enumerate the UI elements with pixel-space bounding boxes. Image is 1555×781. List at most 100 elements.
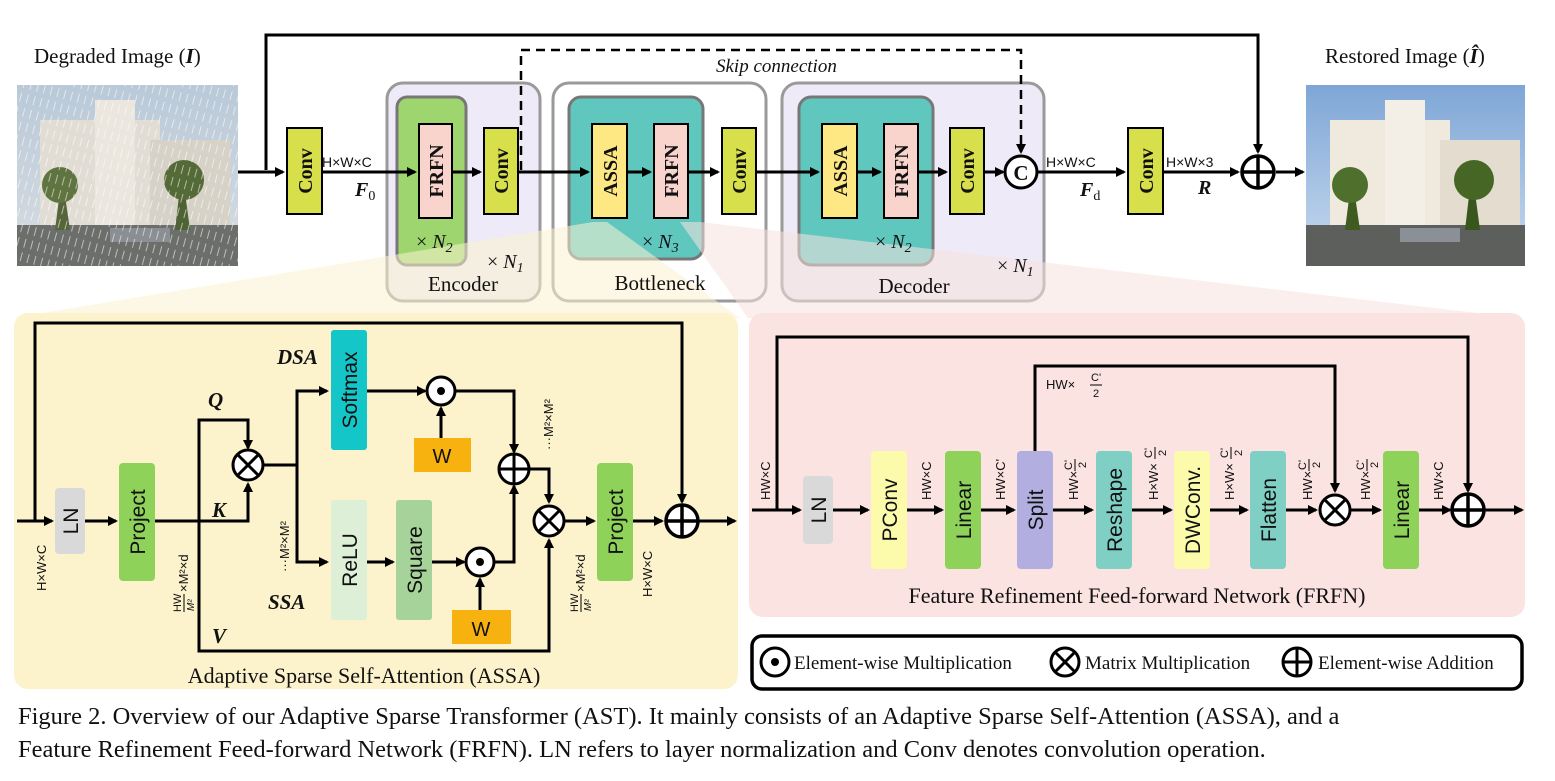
- softmax-box: Softmax: [331, 330, 367, 450]
- encoder-n1-label: × N1: [487, 251, 524, 276]
- bottleneck-n3-label: × N3: [642, 231, 679, 256]
- svg-text:Conv: Conv: [295, 148, 317, 194]
- frfn-linear-box-2: Linear: [1383, 451, 1419, 569]
- encoder-conv-box: Conv: [483, 127, 519, 215]
- svg-text:Conv: Conv: [491, 148, 513, 194]
- split-box: Split: [1017, 451, 1053, 569]
- assa-dim-out: H×W×C: [640, 551, 655, 597]
- svg-text:Conv: Conv: [957, 148, 979, 194]
- legend-matmul-label: Matrix Multiplication: [1085, 653, 1251, 674]
- legend-box: [750, 634, 1524, 691]
- frfn-dim-1: HW×C: [919, 461, 934, 500]
- frfn-title: Feature Refinement Feed-forward Network …: [909, 583, 1366, 608]
- frfn-dim-4: H×W× C' 2: [1143, 447, 1169, 500]
- f0-label: F0: [354, 179, 375, 204]
- global-skip-line: [264, 33, 1263, 170]
- assa-dim-hw-2: HW M² ×M²×d: [569, 554, 594, 612]
- svg-text:HW×: HW×: [1066, 471, 1081, 500]
- svg-text:2: 2: [1157, 450, 1169, 456]
- frfn-projection: [680, 222, 1520, 318]
- dwconv-box: DWConv.: [1174, 451, 1210, 569]
- frfn-linear-box-1: Linear: [945, 451, 981, 569]
- w-box-dsa: W: [414, 438, 471, 472]
- svg-text:M²: M²: [583, 599, 594, 611]
- assa-dim-m2-right: ···M²×M²: [541, 398, 556, 450]
- svg-text:Project: Project: [605, 489, 628, 555]
- frfn-dim-in: HW×C: [758, 461, 773, 500]
- svg-text:2: 2: [1311, 462, 1323, 468]
- svg-text:M²: M²: [186, 599, 197, 611]
- bottleneck-assa-box: ASSA: [591, 123, 628, 219]
- decoder-conv-box: Conv: [949, 127, 985, 215]
- caption-line-2: Feature Refinement Feed-forward Network …: [18, 736, 1266, 763]
- svg-text:C: C: [1013, 161, 1028, 185]
- svg-text:Square: Square: [404, 526, 427, 594]
- decoder-assa-box: ASSA: [821, 123, 858, 219]
- legend-add-label: Element-wise Addition: [1318, 653, 1494, 674]
- pconv-box: PConv: [871, 451, 907, 569]
- legend-elemmul-label: Element-wise Multiplication: [794, 653, 1012, 674]
- degraded-image: [17, 85, 238, 266]
- frfn-dim-7: HW× C' 2: [1355, 459, 1381, 500]
- svg-text:C': C': [1355, 460, 1367, 470]
- caption-line-1: Figure 2. Overview of our Adaptive Spars…: [18, 703, 1340, 730]
- bottleneck-conv-box: Conv: [721, 127, 757, 215]
- figure-caption: Figure 2. Overview of our Adaptive Spars…: [18, 700, 1543, 766]
- conv-box-final: Conv: [1127, 127, 1164, 215]
- decoder-label: Decoder: [878, 274, 949, 298]
- decoder-frfn-box: FRFN: [883, 123, 919, 219]
- dsa-label: DSA: [276, 345, 318, 369]
- svg-text:FRFN: FRFN: [426, 144, 448, 198]
- svg-text:C': C': [1143, 448, 1155, 458]
- skip-connection-label: Skip connection: [716, 56, 837, 77]
- concat-node: C: [1003, 154, 1039, 190]
- svg-text:C': C': [1219, 448, 1231, 458]
- architecture-diagram: Degraded Image (I) Restored Image (Î) Sk…: [12, 33, 1525, 691]
- frfn-dim-6: HW× C' 2: [1297, 459, 1323, 500]
- svg-text:ASSA: ASSA: [600, 145, 622, 197]
- frfn-dim-5: H×W× C' 2: [1219, 447, 1245, 500]
- svg-text:Conv: Conv: [729, 148, 751, 194]
- svg-text:FRFN: FRFN: [891, 144, 913, 198]
- svg-text:LN: LN: [808, 497, 831, 524]
- frfn-dim-split-branch: HW× C' 2: [1046, 372, 1102, 400]
- ssa-label: SSA: [268, 590, 305, 614]
- attn-v-matmul-icon: [532, 504, 566, 538]
- frfn-residual-add-icon: [1450, 492, 1486, 528]
- bottleneck-label: Bottleneck: [615, 271, 706, 295]
- svg-text:2: 2: [1369, 462, 1381, 468]
- decoder-n2-label: × N2: [875, 231, 912, 256]
- svg-text:×M²×d: ×M²×d: [573, 554, 588, 592]
- q-label: Q: [208, 388, 223, 412]
- svg-text:HW×: HW×: [1046, 377, 1075, 392]
- w-box-ssa: W: [452, 610, 511, 644]
- svg-text:ReLU: ReLU: [339, 533, 362, 587]
- dim-hwc-2: H×W×C: [1046, 154, 1096, 170]
- svg-text:PConv: PConv: [879, 478, 902, 542]
- svg-text:DWConv.: DWConv.: [1182, 466, 1205, 554]
- svg-text:HW×: HW×: [1300, 471, 1315, 500]
- svg-text:C': C': [1297, 460, 1309, 470]
- svg-text:Split: Split: [1025, 489, 1048, 530]
- dsa-ssa-add-icon: [497, 452, 531, 486]
- assa-title: Adaptive Sparse Self-Attention (ASSA): [188, 663, 541, 688]
- relu-box: ReLU: [331, 500, 367, 620]
- svg-text:HW: HW: [569, 593, 581, 612]
- frfn-dim-out: HW×C: [1431, 461, 1446, 500]
- assa-residual-add-icon: [664, 503, 700, 539]
- frfn-matmul-icon: [1318, 493, 1352, 527]
- svg-text:HW: HW: [172, 593, 184, 612]
- output-label: Restored Image (Î): [1325, 44, 1485, 68]
- legend-elemmul-icon: [759, 646, 791, 678]
- assa-dim-hw-1: HW M² ×M²×d: [172, 554, 197, 612]
- svg-text:FRFN: FRFN: [661, 144, 683, 198]
- svg-text:2: 2: [1077, 462, 1089, 468]
- flatten-box: Flatten: [1250, 451, 1286, 569]
- svg-text:C': C': [1063, 460, 1075, 470]
- ssa-elemmul-icon: [464, 546, 496, 578]
- svg-text:Softmax: Softmax: [339, 351, 362, 429]
- qk-matmul-icon: [231, 448, 265, 482]
- v-label: V: [212, 624, 228, 648]
- svg-text:2: 2: [1233, 450, 1245, 456]
- svg-text:H×W×: H×W×: [1146, 463, 1161, 500]
